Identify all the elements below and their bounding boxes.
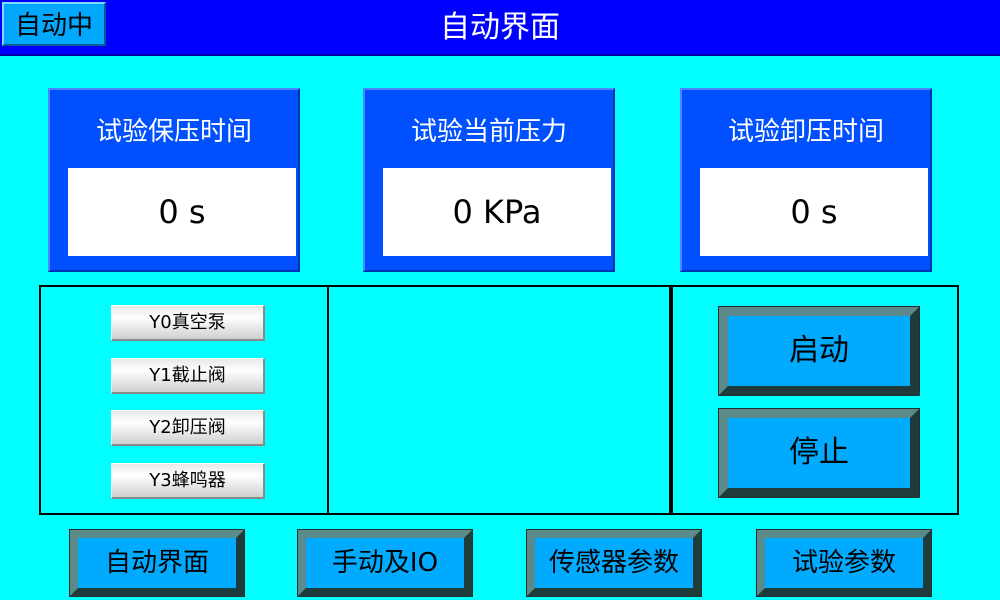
pressure-panel: 试验当前压力 0 KPa <box>363 88 615 272</box>
nav-test-params[interactable]: 试验参数 <box>756 529 932 597</box>
pressure-title: 试验当前压力 <box>410 117 567 147</box>
page-title: 自动界面 <box>440 10 560 45</box>
blank-box <box>329 285 671 515</box>
mode-badge: 自动中 <box>2 2 106 46</box>
hold-time-title: 试验保压时间 <box>95 117 252 147</box>
release-time-title: 试验卸压时间 <box>727 117 884 147</box>
start-button[interactable]: 启动 <box>718 306 920 396</box>
io-y2-release-valve[interactable]: Y2卸压阀 <box>111 410 265 446</box>
pressure-value: 0 KPa <box>383 168 611 256</box>
title-bar: 自动中 自动界面 <box>0 0 1000 56</box>
hold-time-value: 0 s <box>68 168 296 256</box>
io-y0-vacuum-pump[interactable]: Y0真空泵 <box>111 305 265 341</box>
io-y1-stop-valve[interactable]: Y1截止阀 <box>111 358 265 394</box>
nav-sensor-params[interactable]: 传感器参数 <box>526 529 702 597</box>
hold-time-panel: 试验保压时间 0 s <box>48 88 300 272</box>
nav-manual-io[interactable]: 手动及IO <box>297 529 473 597</box>
io-output-box: Y0真空泵 Y1截止阀 Y2卸压阀 Y3蜂鸣器 <box>39 285 329 515</box>
release-time-panel: 试验卸压时间 0 s <box>680 88 932 272</box>
control-box: 启动 停止 <box>671 285 959 515</box>
release-time-value: 0 s <box>700 168 928 256</box>
stop-button[interactable]: 停止 <box>718 408 920 498</box>
nav-auto-screen[interactable]: 自动界面 <box>69 529 245 597</box>
io-y3-buzzer[interactable]: Y3蜂鸣器 <box>111 463 265 499</box>
